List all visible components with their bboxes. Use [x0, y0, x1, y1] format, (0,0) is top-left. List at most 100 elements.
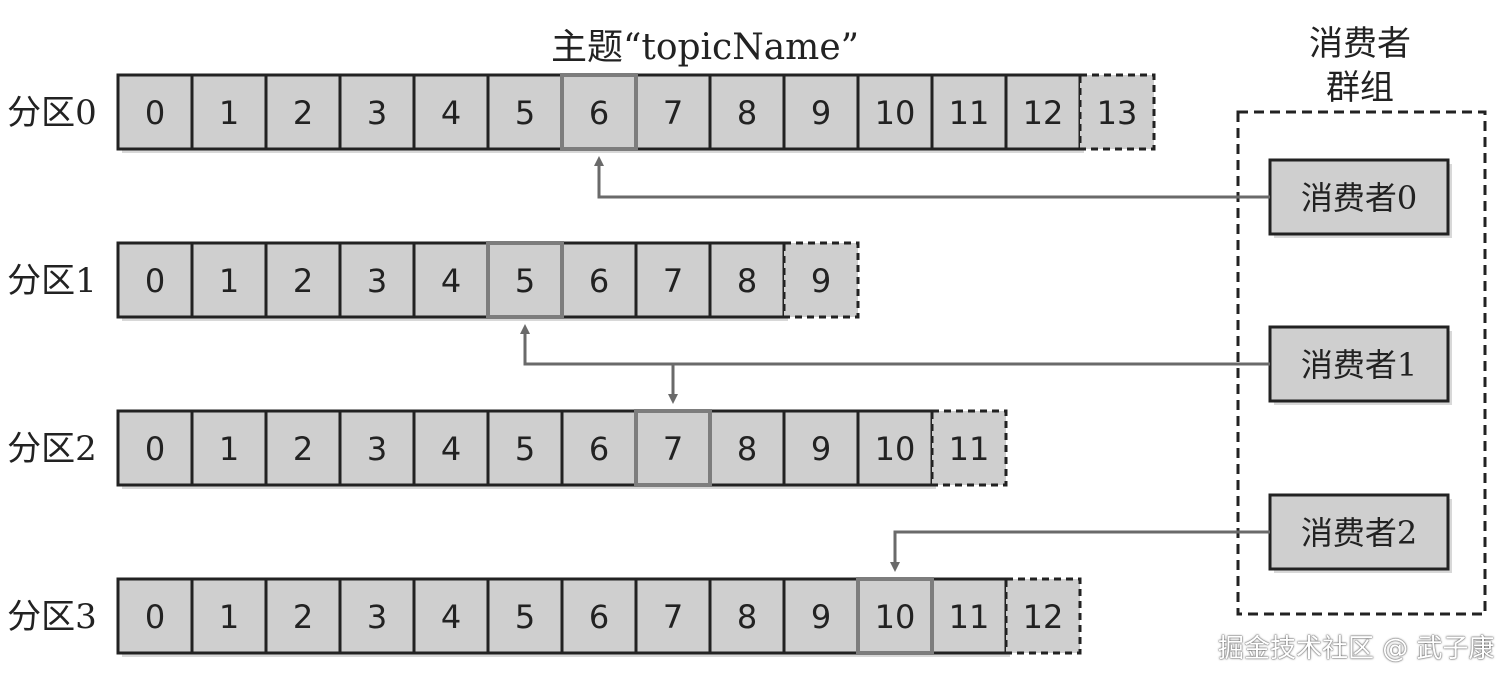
message-offset-label: 4: [441, 430, 461, 468]
message-cell: [412, 241, 490, 319]
consumer-box: 消费者0: [1268, 158, 1452, 238]
message-offset-label: 2: [293, 262, 313, 300]
message-offset-label: 8: [737, 262, 757, 300]
message-cell: [486, 409, 564, 487]
message-offset-label: 9: [811, 598, 831, 636]
message-offset-label: 8: [737, 598, 757, 636]
consumer-assignment-arrow: [520, 324, 1270, 366]
message-cell: [560, 577, 638, 655]
message-offset-label: 0: [145, 430, 165, 468]
message-offset-label: 3: [367, 598, 387, 636]
message-offset-label: 0: [145, 94, 165, 132]
watermark: 掘金技术社区 @ 武子康: [1218, 634, 1495, 664]
consumer-group-label-line2: 群组: [1326, 68, 1394, 108]
consumer-rect: [1268, 158, 1450, 236]
message-offset-label: 9: [811, 430, 831, 468]
partition-label: 分区0: [7, 93, 97, 133]
message-cell: [856, 409, 934, 487]
consumer-label: 消费者2: [1301, 514, 1417, 552]
message-offset-label: 5: [515, 430, 535, 468]
consumer-box: 消费者1: [1268, 325, 1452, 405]
consumer-group-box: [1236, 110, 1487, 616]
consumer-assignment-arrow: [668, 362, 1270, 404]
message-offset-label: 10: [875, 94, 916, 132]
message-cell: [412, 577, 490, 655]
message-cell: [264, 409, 342, 487]
partition-label: 分区3: [7, 597, 97, 637]
message-offset-label: 1: [219, 262, 239, 300]
message-offset-label: 2: [293, 598, 313, 636]
message-offset-label: 3: [367, 94, 387, 132]
message-cell: [486, 73, 564, 151]
message-cell: [116, 241, 194, 319]
message-cell: [782, 409, 860, 487]
message-offset-label: 6: [589, 598, 609, 636]
message-cell: [338, 409, 416, 487]
message-cell: [338, 73, 416, 151]
message-offset-label: 10: [875, 598, 916, 636]
consumer-label: 消费者0: [1301, 179, 1417, 217]
message-offset-label: 4: [441, 94, 461, 132]
message-offset-label: 1: [219, 598, 239, 636]
message-offset-label: 7: [663, 94, 683, 132]
message-offset-label: 6: [589, 94, 609, 132]
message-cell: [412, 73, 490, 151]
message-offset-label: 9: [811, 94, 831, 132]
message-cell: [190, 241, 268, 319]
consumer-box: 消费者2: [1268, 493, 1452, 573]
consumer-position-highlight: [856, 577, 934, 655]
message-offset-label: 12: [1023, 94, 1064, 132]
partition-label: 分区1: [7, 261, 97, 301]
message-cell: [190, 577, 268, 655]
message-offset-label: 4: [441, 598, 461, 636]
message-cell: [190, 73, 268, 151]
message-offset-label: 4: [441, 262, 461, 300]
consumer-assignment-arrow: [594, 156, 1270, 199]
message-cell: [264, 241, 342, 319]
message-offset-label: 6: [589, 430, 609, 468]
message-cell: [708, 73, 786, 151]
consumer-group-label: 消费者 群组: [1300, 22, 1420, 110]
next-offset-cell: [782, 241, 860, 319]
next-offset-cell: [1078, 73, 1156, 151]
consumer-assignment-arrow: [890, 530, 1270, 572]
message-cell: [708, 577, 786, 655]
message-offset-label: 5: [515, 598, 535, 636]
message-offset-label: 2: [293, 94, 313, 132]
message-cell: [116, 409, 194, 487]
message-offset-label: 10: [875, 430, 916, 468]
message-cell: [708, 241, 786, 319]
partition-label: 分区2: [7, 429, 97, 469]
message-cell: [930, 577, 1008, 655]
message-offset-label: 3: [367, 430, 387, 468]
message-offset-label: 8: [737, 94, 757, 132]
message-cell: [708, 409, 786, 487]
arrows-layer: [520, 156, 1270, 572]
message-offset-label: 2: [293, 430, 313, 468]
message-cell: [412, 409, 490, 487]
message-offset-label: 8: [737, 430, 757, 468]
consumer-position-highlight: [486, 241, 564, 319]
partition-row: 分区2 0 1 2 3 4 5 6 7 8 9 10 11: [7, 409, 1008, 489]
message-offset-label: 1: [219, 430, 239, 468]
message-cell: [1004, 73, 1082, 151]
consumer-rect: [1268, 493, 1450, 571]
next-offset-label: 11: [949, 430, 990, 468]
message-offset-label: 0: [145, 262, 165, 300]
message-offset-label: 0: [145, 598, 165, 636]
consumer-position-highlight: [634, 409, 712, 487]
topic-title: 主题“topicName”: [550, 27, 860, 68]
message-offset-label: 11: [949, 94, 990, 132]
message-cell: [116, 73, 194, 151]
consumers-layer: 消费者0 消费者1 消费者2: [1236, 110, 1487, 616]
next-offset-cell: [930, 409, 1008, 487]
message-offset-label: 7: [663, 262, 683, 300]
message-cell: [856, 73, 934, 151]
next-offset-label: 13: [1097, 94, 1138, 132]
consumer-position-highlight: [560, 73, 638, 151]
message-offset-label: 7: [663, 430, 683, 468]
